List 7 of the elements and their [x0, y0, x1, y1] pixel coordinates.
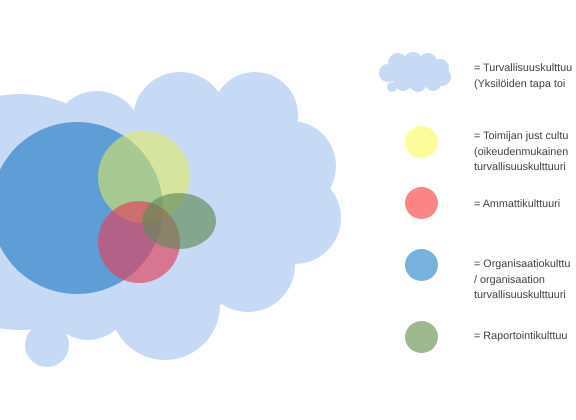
venn-circle: [98, 201, 180, 283]
legend-text: = Ammattikulttuuri: [474, 197, 562, 212]
legend-text: = Raportointikulttuu: [474, 329, 568, 344]
venn-ellipse: [142, 193, 216, 249]
legend-text: = Organisaatiokulttu / organisaation turvallisuuskulttuuri: [474, 257, 572, 303]
legend-text: = Turvallisuuskulttuu (Yksilöiden tapa toi: [474, 61, 574, 92]
legend-text: = Toimijan just cultu (oikeudenmukainen turvallisuuskulttuuri: [474, 129, 570, 175]
